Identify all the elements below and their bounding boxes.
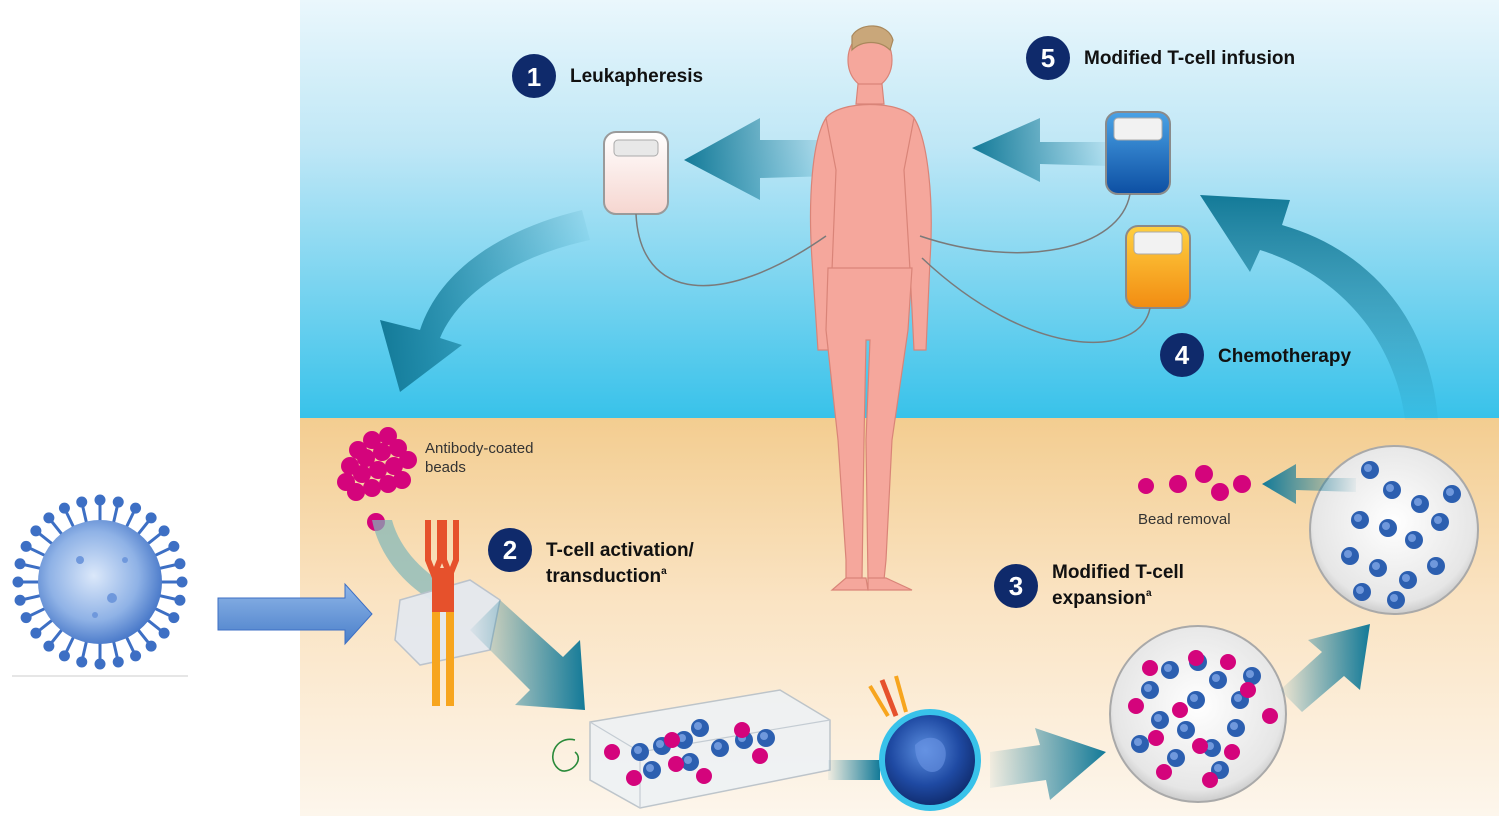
expansion-dish: [1110, 626, 1286, 802]
step-4-label: Chemotherapy: [1218, 346, 1351, 367]
step-1-number: 1: [527, 62, 541, 92]
beads-label-line1: Antibody-coated: [425, 440, 533, 457]
step-2-label-line2: transductiona: [546, 566, 667, 587]
input-arrow: [218, 584, 372, 644]
step-2-label-line1: T-cell activation/: [546, 540, 695, 561]
step-3-number: 3: [1009, 571, 1023, 601]
step-1-label: Leukapheresis: [570, 66, 703, 87]
step-3-label-line2: expansiona: [1052, 588, 1152, 609]
step-2-label-line2-text: transduction: [546, 566, 661, 587]
virus-icon: [12, 492, 188, 676]
beads-label-line2: beads: [425, 459, 466, 476]
step-2-number: 2: [503, 535, 517, 565]
step-4-number: 4: [1175, 340, 1190, 370]
step-2-footnote: a: [661, 566, 667, 577]
step-5-label: Modified T-cell infusion: [1084, 48, 1295, 69]
arrow-to-t-cell: [828, 760, 880, 780]
bead-removal-dish: [1310, 446, 1478, 614]
bead-removal-label: Bead removal: [1138, 511, 1231, 528]
step-3-label-line1: Modified T-cell: [1052, 562, 1184, 583]
step-5-number: 5: [1041, 43, 1055, 73]
step-3-footnote: a: [1146, 588, 1152, 599]
step-3-label-line2-text: expansion: [1052, 588, 1146, 609]
